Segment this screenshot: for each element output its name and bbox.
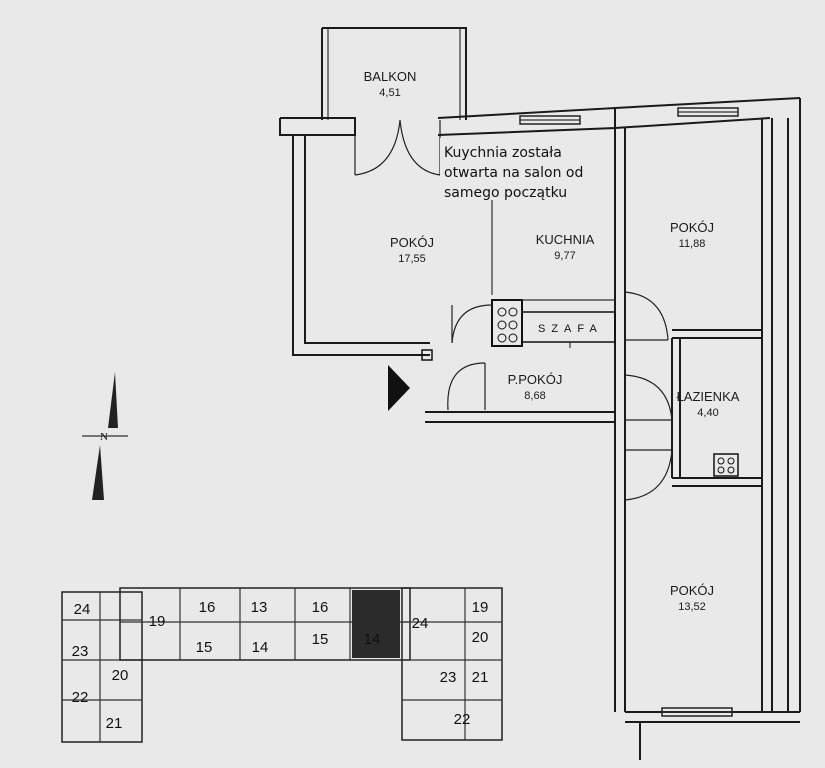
key-number: 13 (251, 599, 268, 616)
room-name-lazienka: ŁAZIENKA (677, 389, 740, 404)
key-number: 21 (472, 669, 489, 686)
key-number: 16 (199, 599, 216, 616)
key-number: 23 (72, 643, 89, 660)
key-number: 24 (74, 601, 91, 618)
wardrobe (521, 311, 616, 343)
room-name-pokoj2: POKÓJ (670, 220, 714, 235)
doors (421, 291, 673, 501)
annotation-note: Kuychnia została otwarta na salon od sam… (440, 138, 590, 201)
key-number: 19 (472, 599, 489, 616)
key-number: 24 (412, 615, 429, 632)
balcony (321, 27, 467, 176)
stove (491, 299, 523, 347)
room-area-ppokoj: 8,68 (524, 390, 545, 402)
note-line-3: samego początku (444, 185, 567, 201)
room-area-pokoj1: 17,55 (398, 253, 426, 265)
highlighted-apartment (352, 590, 400, 658)
key-number: 21 (106, 715, 123, 732)
note-line-2: otwarta na salon od (444, 165, 583, 181)
note-line-1: Kuychnia została (444, 145, 562, 161)
room-name-balkon: BALKON (364, 69, 417, 84)
room-area-pokoj3: 13,52 (678, 601, 706, 613)
room-name-kuchnia: KUCHNIA (536, 232, 595, 247)
bathroom-fixture (713, 453, 739, 477)
compass-north-label: N (100, 431, 108, 443)
room-name-pokoj3: POKÓJ (670, 583, 714, 598)
key-number: 15 (196, 639, 213, 656)
key-number: 20 (112, 667, 129, 684)
key-number: 23 (440, 669, 457, 686)
key-number: 22 (454, 711, 471, 728)
key-number: 16 (312, 599, 329, 616)
windows (519, 107, 739, 717)
room-area-kuchnia: 9,77 (554, 250, 575, 262)
room-name-pokoj1: POKÓJ (390, 235, 434, 250)
wardrobe-label: SZAFA (538, 323, 603, 335)
compass: N (82, 372, 128, 500)
interior-walls (671, 329, 762, 487)
balcony-door-left (354, 119, 401, 176)
room-area-pokoj2: 11,88 (679, 238, 706, 250)
balcony-door-right (399, 119, 441, 176)
key-number: 14 (364, 631, 381, 648)
entrance-arrow (388, 365, 410, 411)
key-number: 20 (472, 629, 489, 646)
room-name-ppokoj: P.POKÓJ (508, 372, 563, 387)
room-area-lazienka: 4,40 (697, 407, 718, 419)
key-number: 22 (72, 689, 89, 706)
key-number: 14 (252, 639, 269, 656)
room-area-balkon: 4,51 (379, 87, 400, 99)
key-number: 15 (312, 631, 329, 648)
key-number: 19 (149, 613, 166, 630)
building-key-plan: 24 19 16 13 16 24 19 23 20 15 14 15 14 2… (61, 587, 503, 743)
